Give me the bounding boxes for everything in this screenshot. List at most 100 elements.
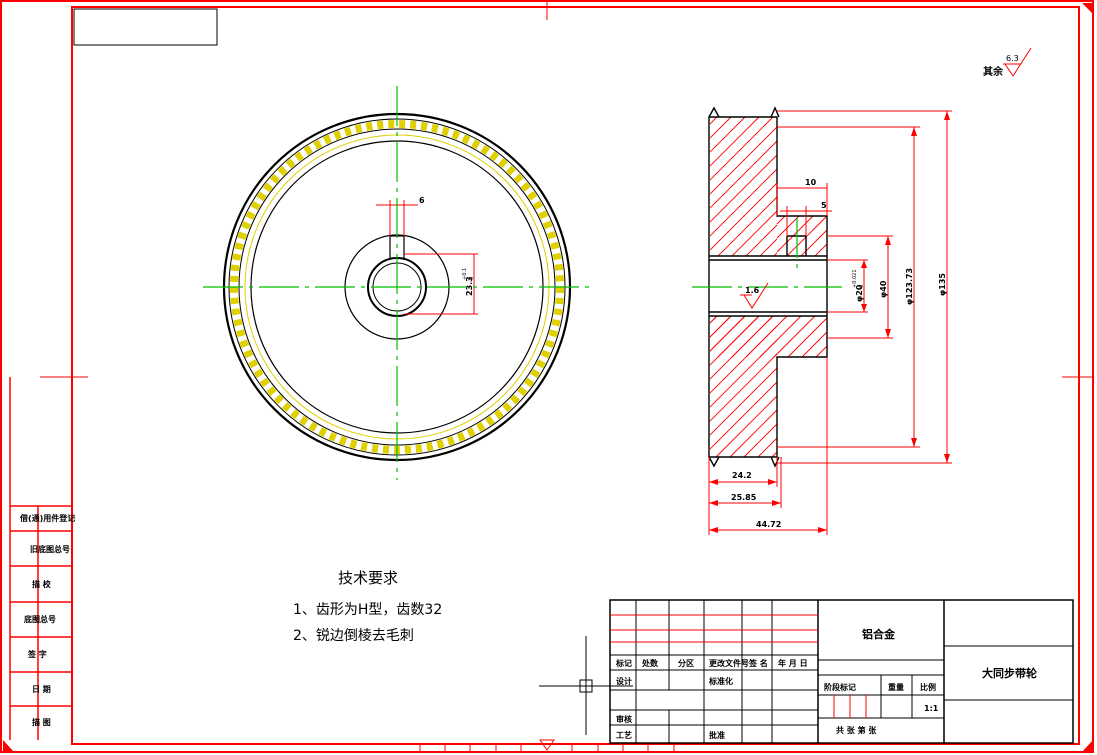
hatch-line (787, 317, 828, 358)
general-surface-finish: 其余 6.3 (983, 47, 1032, 78)
bore-finish-symbol: 1.6 (740, 282, 769, 309)
standardization-label: 标准化 (708, 676, 733, 686)
outer-diameter-label: φ135 (938, 273, 947, 296)
section-dimension-arrows (709, 111, 950, 533)
inner-border (71, 6, 1080, 745)
hatch-line (801, 331, 828, 358)
hatch-line (710, 116, 760, 167)
hatch-line (710, 315, 732, 338)
section-view: 10 5 φ20 +0.021 0 φ40 φ123.73 φ135 24.2 … (692, 106, 952, 535)
hatch-line (745, 224, 778, 257)
svg-text:0: 0 (859, 285, 865, 288)
hatch-line (776, 215, 800, 239)
hatch-line (710, 154, 778, 223)
hatch-line (710, 315, 746, 352)
hatch-line (759, 238, 778, 257)
left-label-old-base: 旧底图总号 (30, 544, 70, 554)
left-binding-column: 借(通)用件登记 旧底图总号 描 校 底图总号 签 字 日 期 描 图 (9, 377, 75, 740)
left-label-date: 日 期 (32, 684, 51, 694)
svg-text:+0.1: +0.1 (462, 268, 468, 280)
left-label-base-no: 底图总号 (23, 614, 56, 624)
width-3-label: 44.72 (756, 520, 781, 529)
header-zone: 分区 (678, 658, 694, 668)
hatch-line (773, 315, 816, 358)
hatch-line (757, 437, 778, 458)
hatch-line (710, 315, 760, 366)
pitch-diameter-label: φ123.73 (905, 268, 914, 305)
svg-text:23.3: 23.3 (465, 276, 474, 296)
hatch-line (815, 345, 828, 358)
hatch-line (710, 315, 718, 324)
header-change-doc: 更改文件号 (709, 658, 749, 668)
hatch-line (710, 182, 778, 251)
hatch-line (710, 116, 718, 125)
left-label-trace-check: 描 校 (32, 579, 52, 589)
hatch-line (710, 168, 778, 237)
header-date: 年 月 日 (778, 658, 808, 668)
tech-req-item-1: 1、齿形为H型，齿数32 (293, 602, 442, 618)
weight-label: 重量 (888, 682, 904, 692)
hatch-line (710, 381, 778, 450)
svg-text:1.6: 1.6 (745, 286, 760, 295)
hatch-line (715, 395, 778, 458)
review-label: 审核 (616, 714, 632, 724)
hatch-line (710, 325, 778, 394)
hatch-line (717, 196, 778, 257)
hatch-line (710, 367, 778, 436)
left-label-trace: 描 图 (32, 717, 51, 727)
sheets-label: 共 张 第 张 (836, 725, 877, 735)
hatch-line (776, 215, 786, 225)
hatch-line (710, 353, 778, 422)
hub-length-label: 10 (805, 178, 817, 187)
approve-label: 批准 (709, 730, 725, 740)
tech-req-item-2: 2、锐边倒棱去毛刺 (293, 628, 414, 644)
hatch-line (710, 116, 746, 153)
groove-label: 5 (821, 201, 827, 210)
drawing-number-box (73, 8, 218, 46)
bottom-grid-ticks (419, 744, 675, 753)
svg-text:0: 0 (469, 277, 475, 280)
hatch-line (814, 243, 828, 257)
material-label: 铝合金 (862, 627, 896, 641)
hatch-line (786, 215, 828, 257)
hatch-line (710, 140, 778, 209)
hatch-line (743, 423, 778, 458)
technical-requirements: 技术要求 1、齿形为H型，齿数32 2、锐边倒棱去毛刺 (293, 569, 442, 644)
bottom-center-arrow (539, 739, 555, 751)
scale-label: 比例 (920, 682, 936, 692)
front-view: 6 23.3 +0.1 0 (203, 86, 594, 480)
keyway-depth-dim: 23.3 +0.1 0 (462, 268, 475, 296)
part-name: 大同步带轮 (982, 666, 1037, 680)
hub-diameter-label: φ40 (879, 280, 888, 298)
hatch-line (710, 315, 774, 380)
design-label: 设计 (616, 676, 632, 686)
stage-mark-label: 阶段标记 (824, 682, 856, 692)
section-dimension-lines (708, 110, 952, 535)
hatch-line (710, 116, 732, 139)
svg-text:φ20: φ20 (855, 284, 864, 302)
section-outline (708, 106, 828, 468)
header-signature: 签 名 (748, 658, 768, 668)
corner-arrow-top-right (1082, 3, 1093, 14)
hatch-line (729, 409, 778, 458)
left-label-sign: 签 字 (27, 649, 47, 659)
header-mark: 标记 (615, 658, 632, 668)
hatch-line (710, 339, 778, 408)
hatch-line (710, 126, 778, 195)
section-centerlines (692, 218, 842, 288)
general-finish-label: 其余 (983, 65, 1004, 78)
keyway-dims (376, 200, 478, 315)
left-label-register: 借(通)用件登记 (19, 513, 75, 523)
scale-value: 1:1 (924, 704, 939, 713)
hatch-line (776, 215, 814, 253)
hatch-line (771, 451, 778, 458)
title-block: 标记 处数 分区 更改文件号 签 名 年 月 日 设计 标准化 审核 工艺 批准… (609, 599, 1074, 744)
section-hatching (710, 116, 828, 458)
process-label: 工艺 (616, 730, 632, 740)
hatch-line (731, 210, 778, 257)
keyway-width-label: 6 (419, 196, 425, 205)
corner-arrow-bottom-right (1082, 740, 1093, 752)
